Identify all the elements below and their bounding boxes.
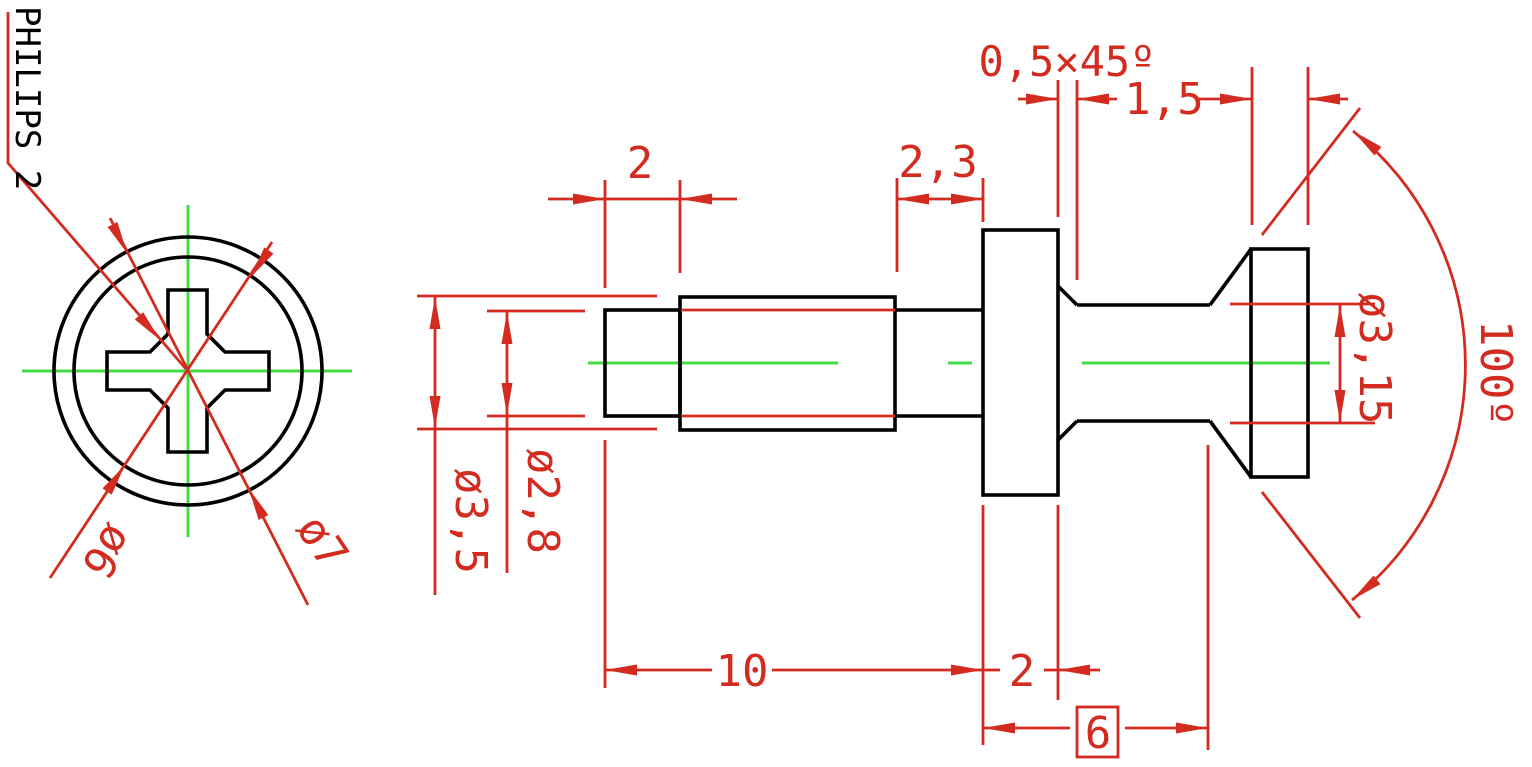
dim-head-height: 1,5 bbox=[1124, 67, 1348, 225]
dim-front-outer-diameter: ø7 bbox=[107, 217, 358, 606]
dim-text-inner-diameter: ø6 bbox=[71, 515, 143, 587]
head-cylinder bbox=[1249, 247, 1310, 479]
neck-chamfer-bottom bbox=[1056, 419, 1079, 442]
dim-text-head-height: 1,5 bbox=[1124, 74, 1203, 125]
philips-label-group: PHILIPS 2 bbox=[7, 6, 47, 190]
dim-arrowhead bbox=[102, 465, 125, 495]
dim-neck-diameter: ø3,15 bbox=[1230, 292, 1400, 424]
side-view: 2 2,3 0,5×45º 1 bbox=[417, 37, 1521, 759]
dim-arrowhead bbox=[107, 222, 127, 253]
dim-threaded-length: 10 bbox=[603, 440, 985, 745]
dim-text-chamfer: 0,5×45º bbox=[978, 37, 1155, 86]
dim-head-reference-length: 6 bbox=[983, 445, 1210, 759]
dim-text-head-reference-length: 6 bbox=[1085, 708, 1112, 759]
dim-flange-width: 2 bbox=[983, 505, 1100, 700]
dim-shank-diameter: ø2,8 bbox=[487, 309, 585, 573]
head-cone-bottom bbox=[1208, 419, 1253, 479]
dim-chamfer: 0,5×45º bbox=[978, 37, 1156, 280]
dim-text-thread-runout: 2,3 bbox=[898, 137, 977, 188]
dim-text-neck-diameter: ø3,15 bbox=[1349, 292, 1400, 424]
basic-dimension-box bbox=[1075, 705, 1120, 759]
leader-arrowhead bbox=[134, 312, 160, 340]
dim-text-head-angle: 100º bbox=[1470, 320, 1521, 426]
phillips-recess-outline bbox=[105, 288, 271, 454]
dim-text-flange-width: 2 bbox=[1009, 646, 1036, 697]
dim-text-shank-diameter: ø2,8 bbox=[517, 448, 568, 554]
dim-shank-tip-length: 2 bbox=[548, 138, 737, 288]
screw-head-circles bbox=[52, 235, 324, 507]
threaded-section bbox=[678, 295, 897, 432]
philips-type-label: PHILIPS 2 bbox=[7, 6, 47, 190]
dim-text-thread-diameter: ø3,5 bbox=[445, 468, 496, 574]
dim-arrowhead bbox=[251, 247, 274, 277]
dim-head-angle: 100º bbox=[1260, 107, 1521, 619]
dim-arrowhead bbox=[249, 489, 269, 520]
head-cone-top bbox=[1208, 247, 1253, 307]
dim-thread-runout: 2,3 bbox=[895, 137, 985, 272]
neck-chamfer-top bbox=[1056, 284, 1079, 307]
thread-root-lines bbox=[681, 308, 895, 418]
philips-leader bbox=[6, 12, 188, 370]
dim-thread-diameter: ø3,5 bbox=[417, 294, 657, 595]
dim-text-shank-tip-length: 2 bbox=[627, 138, 654, 189]
dim-text-threaded-length: 10 bbox=[716, 646, 769, 697]
dim-text-outer-diameter: ø7 bbox=[286, 506, 358, 578]
flange bbox=[981, 228, 1060, 497]
screw-body-outline bbox=[603, 228, 1310, 497]
front-view: PHILIPS 2 ø6 ø7 bbox=[6, 6, 358, 606]
